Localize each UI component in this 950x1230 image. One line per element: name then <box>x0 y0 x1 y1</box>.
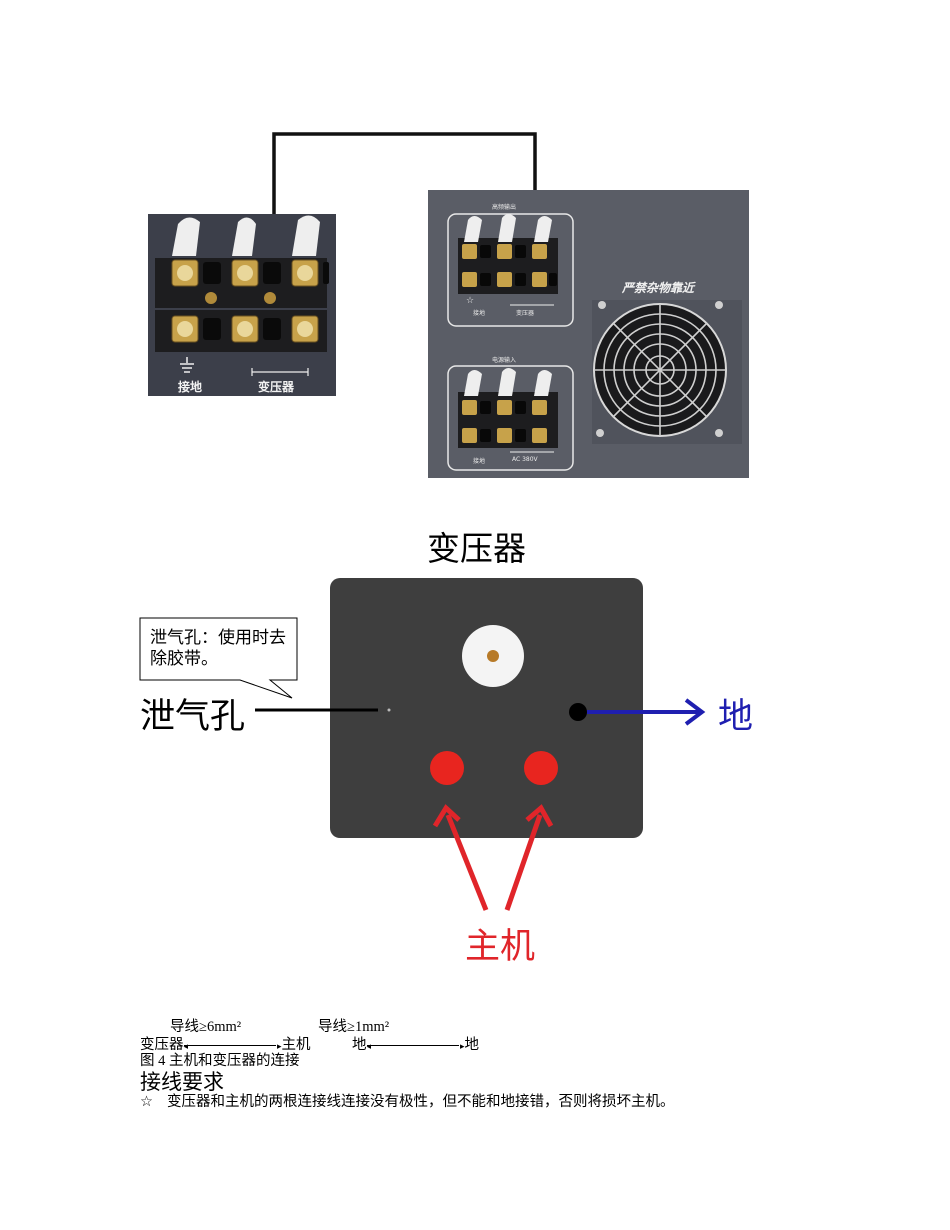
left-transformer-label: 变压器 <box>258 380 295 394</box>
connection-2-from: 地 <box>352 1037 367 1053</box>
section-heading: 接线要求 <box>140 1070 224 1094</box>
connection-1: 变压器◂▸主机 <box>140 1033 311 1054</box>
warning-label: 严禁杂物靠近 <box>622 281 695 295</box>
top-ground-label: 接地 <box>473 310 486 317</box>
connection-wire <box>272 132 537 248</box>
bottom-ground-label: 接地 <box>473 458 486 465</box>
connection-1-arrow: ◂▸ <box>183 1040 282 1051</box>
left-ground-label: 接地 <box>178 380 203 394</box>
high-freq-output-title: 高频输出 <box>492 204 517 211</box>
connection-1-to: 主机 <box>281 1037 311 1053</box>
host-terminal-left <box>430 751 464 785</box>
ground-label: 地 <box>718 697 754 737</box>
connection-2-to: 地 <box>464 1037 480 1053</box>
connection-2-arrow: ◂▸ <box>366 1040 465 1051</box>
ground-terminal <box>569 703 587 721</box>
power-input-title: 电源输入 <box>492 357 517 364</box>
diagram-title: 变压器 <box>427 529 526 568</box>
star-icon: ☆ <box>466 296 475 306</box>
vent-hole <box>387 708 391 712</box>
host-label: 主机 <box>465 927 536 967</box>
wire-spec-1: 导线≥6mm² <box>170 1019 242 1035</box>
callout-text: 泄气孔：使用时去除胶带。 <box>150 628 286 669</box>
left-terminal-block <box>148 214 336 396</box>
requirement-text: 变压器和主机的两根连接线连接没有极性，但不能和地接错，否则将损坏主机。 <box>167 1094 675 1110</box>
wire-spec-2: 导线≥1mm² <box>318 1019 390 1035</box>
vent-label: 泄气孔 <box>140 697 246 737</box>
top-transformer-label: 变压器 <box>516 310 535 317</box>
voltage-label: AC 380V <box>512 456 538 463</box>
connection-2: 地◂▸地 <box>352 1033 479 1054</box>
host-terminal-right <box>524 751 558 785</box>
figure-caption: 图 4 主机和变压器的连接 <box>140 1053 300 1069</box>
connection-photo <box>148 132 749 478</box>
transformer-box <box>330 578 643 838</box>
host-panel <box>428 190 749 478</box>
callout-bubble <box>139 617 298 699</box>
connection-1-from: 变压器 <box>140 1037 184 1053</box>
requirement-line: ☆ 变压器和主机的两根连接线连接没有极性，但不能和地接错，否则将损坏主机。 <box>140 1090 675 1111</box>
transformer-diagram <box>139 578 706 911</box>
star-bullet-icon: ☆ <box>140 1094 153 1110</box>
